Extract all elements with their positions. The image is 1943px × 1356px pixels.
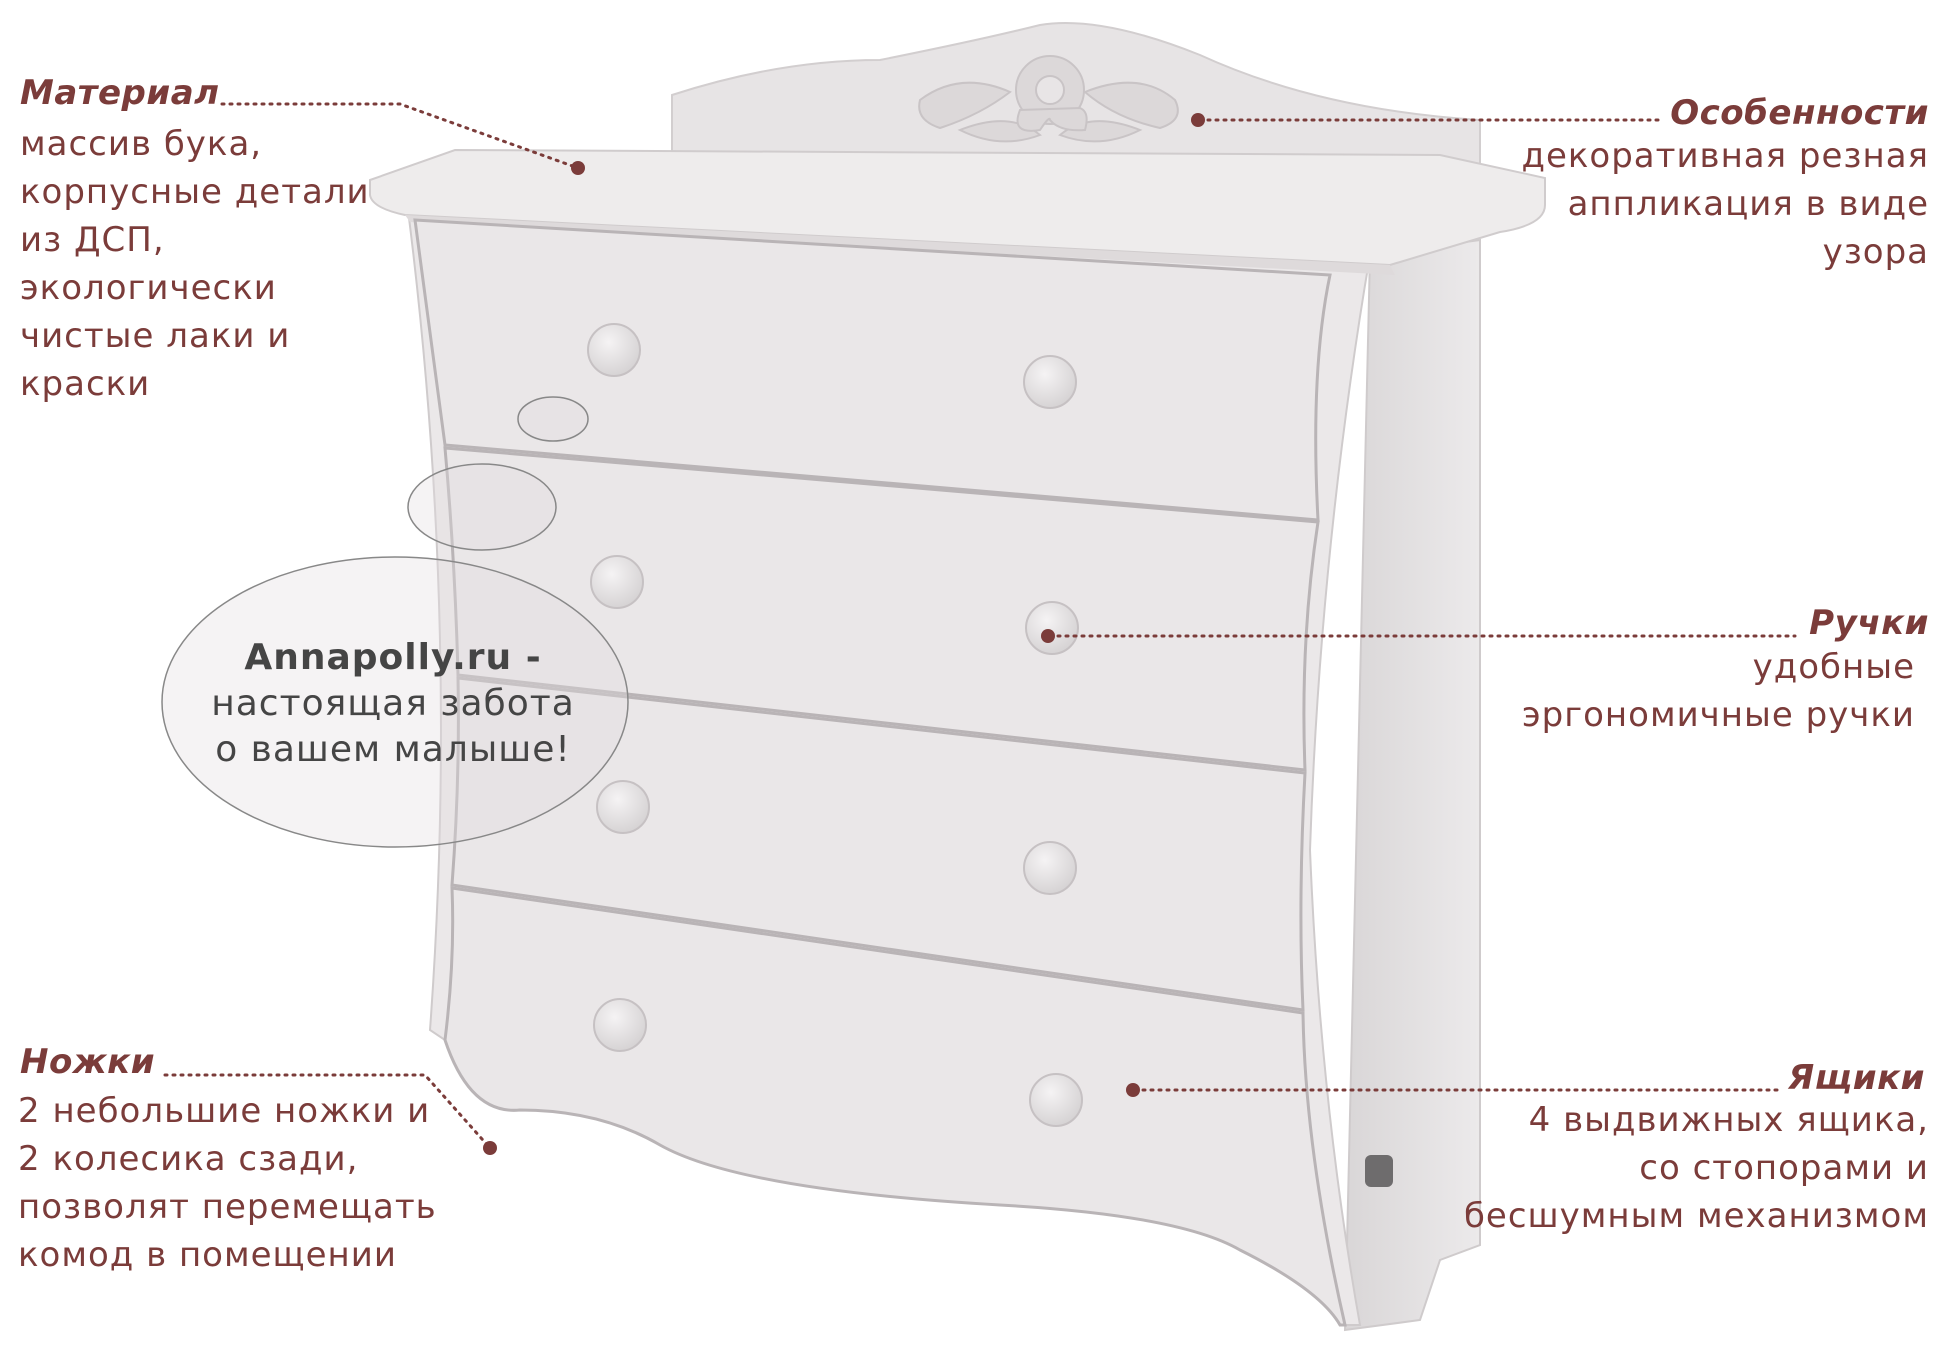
drawer-1 (413, 218, 1332, 522)
knob (590, 555, 644, 609)
material-title: Материал (20, 73, 220, 113)
drawers-description: 4 выдвижных ящика, со стопорами и бесшум… (1463, 1100, 1929, 1236)
wheel (1365, 1155, 1393, 1187)
features-title: Особенности (1670, 93, 1929, 133)
callout-dot-features (1191, 113, 1205, 127)
handles-description: удобные эргономичные ручки (1522, 647, 1915, 735)
handles-title: Ручки (1809, 603, 1929, 643)
callout-leaders (163, 102, 1797, 1150)
callout-dots (483, 113, 1205, 1155)
drawer-fronts (413, 218, 1347, 1327)
legs-description: 2 небольшие ножки и 2 колесика сзади, по… (18, 1091, 437, 1275)
dresser-side-panel (1343, 238, 1481, 1332)
features-description: декоративная резная аппликация в виде уз… (1521, 136, 1929, 272)
material-description: массив бука, корпусные детали из ДСП, эк… (20, 124, 370, 404)
brand-name: Annapolly.ru - (244, 637, 542, 678)
dresser-top (369, 148, 1546, 267)
knob (1023, 841, 1077, 895)
knob (1023, 355, 1077, 409)
callout-dot-material (571, 161, 585, 175)
callout-dot-legs (483, 1141, 497, 1155)
thought-bubble (161, 396, 629, 848)
knob (587, 323, 641, 377)
legs-title: Ножки (20, 1042, 156, 1082)
bubble-tagline: настоящая забота о вашем малыше! (211, 683, 575, 770)
drawer-4 (443, 886, 1347, 1327)
carved-ornament (918, 55, 1179, 143)
knob (1029, 1073, 1083, 1127)
knob (593, 998, 647, 1052)
drawer-knobs (587, 323, 1083, 1127)
knob (1025, 601, 1079, 655)
callout-dot-handles (1041, 629, 1055, 643)
knob (596, 780, 650, 834)
drawer-3 (450, 676, 1307, 1012)
bubble-text: Annapolly.ru - настоящая забота о вашем … (160, 557, 626, 847)
drawer-2 (443, 446, 1320, 772)
drawers-title: Ящики (1788, 1058, 1925, 1098)
callout-dot-drawers (1126, 1083, 1140, 1097)
